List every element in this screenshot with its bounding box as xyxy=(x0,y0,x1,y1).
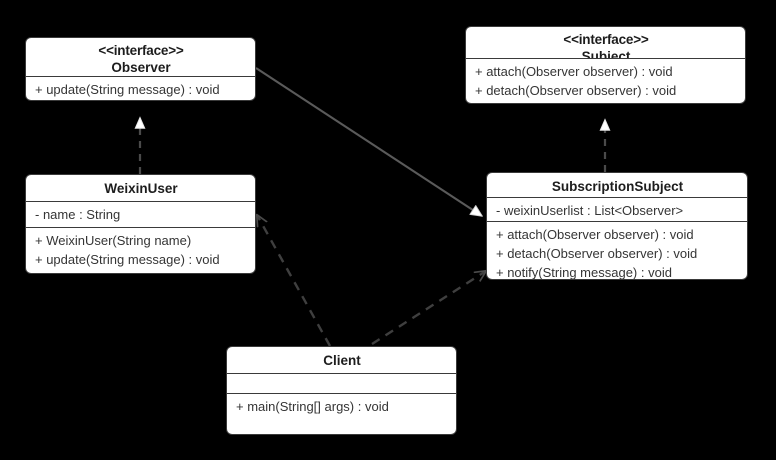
class-header-client: Client xyxy=(227,347,456,373)
attribute-row: - name : String xyxy=(35,207,121,222)
operation-row: + update(String message) : void xyxy=(35,252,220,267)
class-box-observer[interactable]: <<interface>> Observer + update(String m… xyxy=(25,37,256,101)
class-header-subscriptionsubject: SubscriptionSubject xyxy=(487,173,747,197)
class-operations-subscriptionsubject: + attach(Observer observer) : void + det… xyxy=(487,221,747,279)
class-operations-observer: + update(String message) : void xyxy=(26,76,255,100)
class-box-subscriptionsubject[interactable]: SubscriptionSubject - weixinUserlist : L… xyxy=(486,172,748,280)
class-operations-client: + main(String[] args) : void xyxy=(227,393,456,419)
class-name-client: Client xyxy=(323,353,361,368)
class-attributes-weixinuser: - name : String xyxy=(26,201,255,227)
class-name-subject: Subject xyxy=(581,49,631,58)
class-header-observer: <<interface>> Observer xyxy=(26,38,255,76)
operation-row: + WeixinUser(String name) xyxy=(35,233,192,248)
class-stereotype-observer: <<interface>> xyxy=(98,43,184,58)
class-operations-subject: + attach(Observer observer) : void + det… xyxy=(466,58,745,103)
class-operations-weixinuser: + WeixinUser(String name) + update(Strin… xyxy=(26,227,255,272)
class-attributes-client xyxy=(227,373,456,393)
edge-client-depends-subscriptionsubject xyxy=(371,271,486,346)
operation-row: + update(String message) : void xyxy=(35,82,220,98)
class-name-subscriptionsubject: SubscriptionSubject xyxy=(551,179,684,194)
class-header-weixinuser: WeixinUser xyxy=(26,175,255,201)
class-name-weixinuser: WeixinUser xyxy=(104,181,178,196)
operation-row: + main(String[] args) : void xyxy=(236,399,389,414)
operation-row: + attach(Observer observer) : void xyxy=(475,64,673,79)
class-box-weixinuser[interactable]: WeixinUser - name : String + WeixinUser(… xyxy=(25,174,256,274)
operation-row: + notify(String message) : void xyxy=(475,100,737,103)
operation-row: + detach(Observer observer) : void xyxy=(475,83,677,98)
operation-row: + detach(Observer observer) : void xyxy=(496,246,698,262)
class-box-client[interactable]: Client + main(String[] args) : void xyxy=(226,346,457,435)
edge-client-depends-weixinuser xyxy=(257,215,332,347)
class-box-subject[interactable]: <<interface>> Subject + attach(Observer … xyxy=(465,26,746,104)
edge-observer-association-subscriptionsubject xyxy=(255,67,483,217)
class-name-observer: Observer xyxy=(111,60,171,75)
class-header-subject: <<interface>> Subject xyxy=(466,27,745,58)
class-attributes-subscriptionsubject: - weixinUserlist : List<Observer> xyxy=(487,197,747,221)
operation-row: + attach(Observer observer) : void xyxy=(496,227,694,243)
class-stereotype-subject: <<interface>> xyxy=(563,32,649,47)
attribute-row: - weixinUserlist : List<Observer> xyxy=(496,203,684,219)
operation-row: + notify(String message) : void xyxy=(496,265,672,279)
